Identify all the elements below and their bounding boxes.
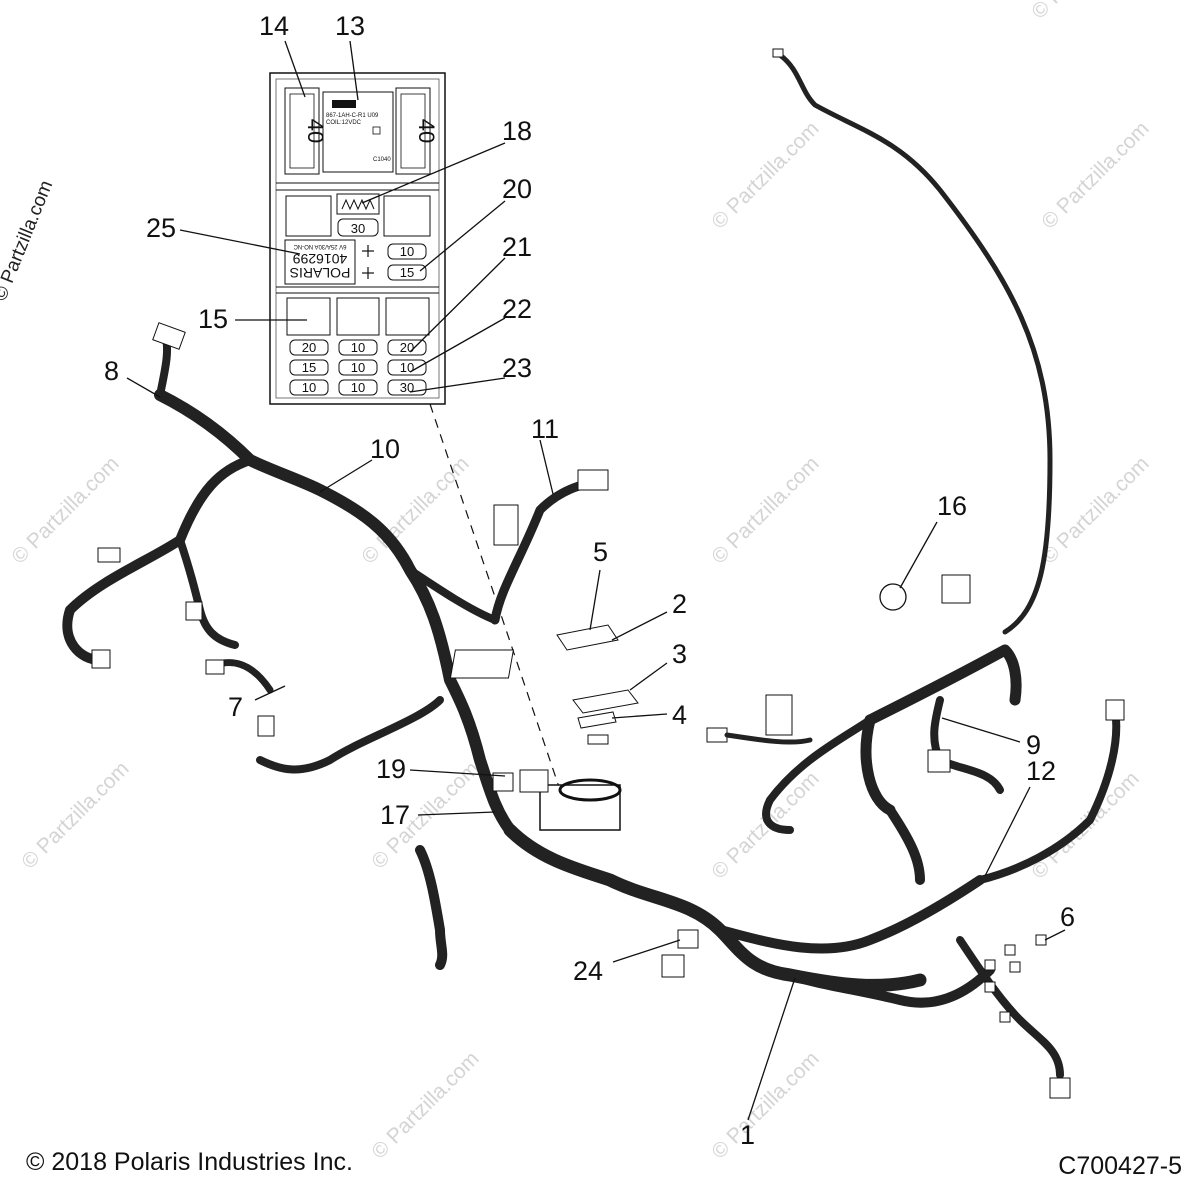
mini-fuse-r0-c1 <box>338 339 378 356</box>
mini-fuse-r0-c2-label: 20 <box>400 340 414 355</box>
callout-10: 10 <box>370 434 400 464</box>
left-harness-10 <box>62 322 516 836</box>
watermark-text: © Partzilla.com <box>707 1047 823 1163</box>
watermark-layer: © Partzilla.com © Partzilla.com © Partzill… <box>7 0 1153 1164</box>
callout-17: 17 <box>380 800 410 830</box>
main-relay: 867-1AH-C-R1 U09 COIL:12VDC C1040 <box>322 91 394 173</box>
mini-fuse-r1-c2 <box>387 359 427 376</box>
mini-fuse-r1-c0 <box>289 359 329 376</box>
callout-16: 16 <box>937 491 967 521</box>
relay-coil-rating: COIL:12VDC <box>326 120 362 126</box>
mini-fuse-upper-right-2: 15 <box>387 264 427 281</box>
screws-6 <box>984 934 1047 1023</box>
callout-7: 7 <box>228 692 243 722</box>
callout-2: 2 <box>672 589 687 619</box>
bottom-fuse-grid: 20 10 20 15 10 10 10 10 30 <box>289 339 427 396</box>
maxi-fuse-right: 40 <box>395 87 439 175</box>
callout-19: 19 <box>376 754 406 784</box>
leader-lines <box>126 40 1066 1121</box>
projection-line <box>429 403 561 791</box>
mini-fuse-r1-c1-label: 10 <box>351 360 365 375</box>
callout-3: 3 <box>672 639 687 669</box>
mini-fuse-top-30-label: 30 <box>351 221 365 236</box>
branch-11 <box>490 469 609 625</box>
relay-part-number: 867-1AH-C-R1 U09 <box>326 113 379 119</box>
mini-fuse-r1-c2-label: 10 <box>400 360 414 375</box>
callout-12: 12 <box>1026 756 1056 786</box>
callout-14: 14 <box>259 11 289 41</box>
callout-20: 20 <box>502 174 532 204</box>
callout-22: 22 <box>502 294 532 324</box>
main-harness-1 <box>415 699 1125 1099</box>
module-number: 4016299 <box>293 251 348 267</box>
mini-fuse-r0-c0-label: 20 <box>302 340 316 355</box>
callout-labels: 1 2 3 4 5 6 7 8 9 10 11 12 13 14 15 16 1… <box>104 11 1075 1150</box>
mini-fuse-r2-c2-label: 30 <box>400 380 414 395</box>
mini-fuse-r1-c0-label: 15 <box>302 360 316 375</box>
watermark-text: © Partzilla.com <box>707 117 823 233</box>
maxi-fuse-left: 40 <box>284 87 328 175</box>
mini-fuse-upper-right-1: 10 <box>387 243 427 260</box>
mini-fuse-r2-c0-label: 10 <box>302 380 316 395</box>
watermark-text: © Partzilla.com <box>17 757 133 873</box>
plus-marks <box>362 245 374 279</box>
callout-15: 15 <box>198 304 228 334</box>
mini-fuse-r0-c0 <box>289 339 329 356</box>
watermark-text: © Partzilla.com <box>367 1047 483 1163</box>
mini-fuse-r1-c1 <box>338 359 378 376</box>
relay-code: C1040 <box>373 157 391 163</box>
mini-fuse-upper-right-1-label: 10 <box>400 244 414 259</box>
mini-fuse-r0-c1-label: 10 <box>351 340 365 355</box>
watermark-text: © Partzilla.com <box>707 767 823 883</box>
figure-code: C700427-5 <box>1058 1152 1182 1180</box>
mini-fuse-r0-c2 <box>387 339 427 356</box>
watermark-text: © Partzilla.com <box>707 452 823 568</box>
relay-module-25: POLARIS 4016299 6V 25A/30A NO-NC <box>284 239 356 285</box>
mini-fuse-top-30: 30 <box>337 218 379 237</box>
callout-25: 25 <box>146 213 176 243</box>
callout-23: 23 <box>502 353 532 383</box>
callout-18: 18 <box>502 116 532 146</box>
watermark-text: © Partzilla.com <box>1037 117 1153 233</box>
copyright-notice: © 2018 Polaris Industries Inc. <box>26 1148 353 1176</box>
loose-parts <box>449 624 639 745</box>
callout-9: 9 <box>1026 730 1041 760</box>
mini-fuse-r2-c0 <box>289 379 329 396</box>
module-brand: POLARIS <box>290 265 351 281</box>
mini-fuse-r2-c1-label: 10 <box>351 380 365 395</box>
callout-6: 6 <box>1060 902 1075 932</box>
watermark-text: © Partzilla.com <box>357 452 473 568</box>
module-rating: 6V 25A/30A NO-NC <box>293 243 347 249</box>
wiring-harness <box>62 48 1125 1099</box>
circuit-breaker-18 <box>336 193 380 215</box>
mini-fuse-r2-c1 <box>338 379 378 396</box>
callout-11: 11 <box>531 414 559 444</box>
fuse-box-inset: 40 40 867-1AH-C-R1 U09 COIL:12VDC C1040 … <box>269 72 446 405</box>
watermark-text: © Partzilla.com <box>1027 0 1143 24</box>
callout-5: 5 <box>593 537 608 567</box>
watermark-text: © Partzilla.com <box>1037 452 1153 568</box>
right-harness-9 <box>706 574 1022 834</box>
callout-4: 4 <box>672 700 687 730</box>
callout-21: 21 <box>502 232 532 262</box>
central-fuse-box <box>492 769 622 831</box>
mini-fuse-upper-right-2-label: 15 <box>400 265 414 280</box>
callout-24: 24 <box>573 956 603 986</box>
callout-1: 1 <box>740 1120 755 1150</box>
callout-8: 8 <box>104 356 119 386</box>
maxi-fuse-right-label: 40 <box>414 119 439 143</box>
callout-13: 13 <box>335 11 365 41</box>
